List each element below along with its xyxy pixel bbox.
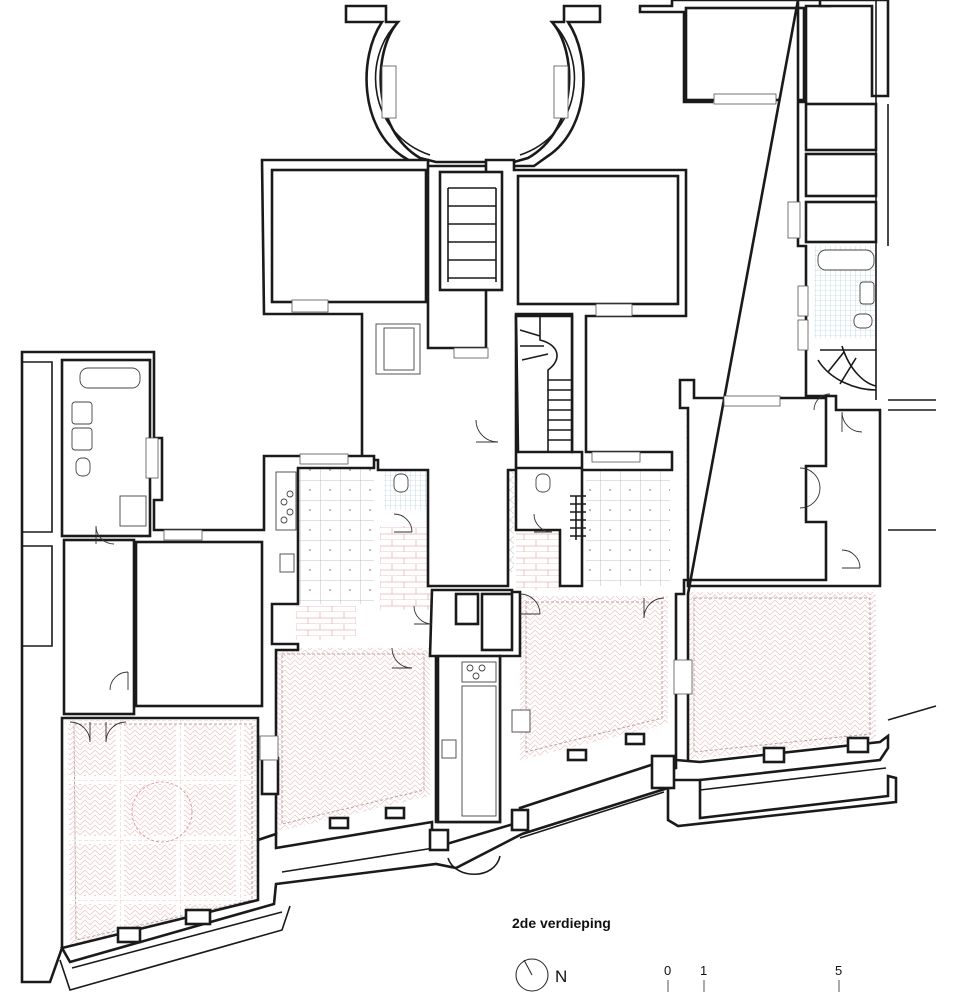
- fixtures: [71, 249, 875, 843]
- north-arrow: N: [515, 958, 567, 992]
- windows: [145, 65, 809, 761]
- stairs: [514, 314, 877, 540]
- north-compass-icon: [515, 958, 549, 992]
- scale-bar: 0 1 5: [664, 963, 842, 992]
- scale-label-0: 0: [664, 963, 671, 978]
- doors: [69, 393, 863, 743]
- floor-level-title: 2de verdieping: [512, 915, 611, 931]
- scale-label-5: 5: [835, 963, 842, 978]
- scale-label-1: 1: [700, 963, 707, 978]
- annotations: 2de verdieping N 0 1 5: [512, 915, 842, 992]
- north-label: N: [555, 967, 567, 986]
